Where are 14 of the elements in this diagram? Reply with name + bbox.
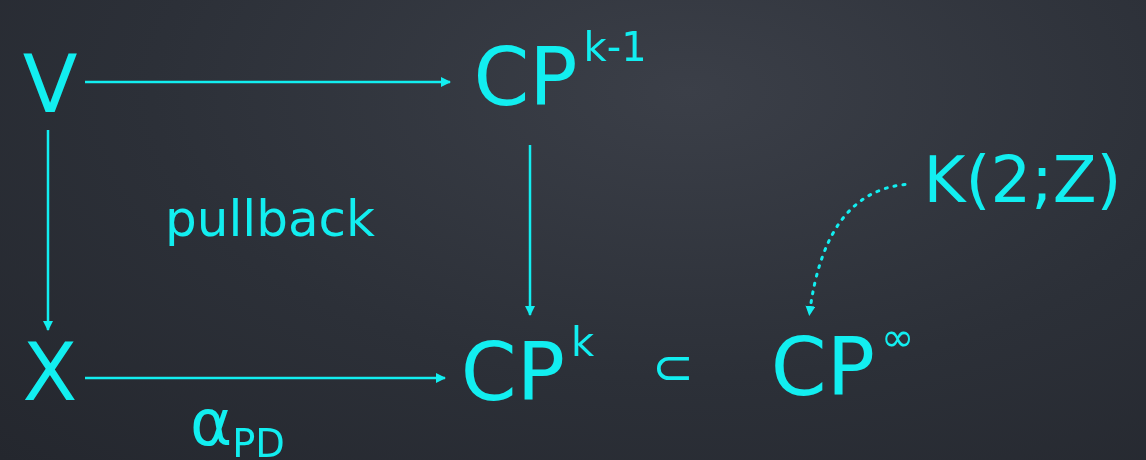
math-symbol: K(2;Z): [905, 135, 1140, 225]
math-symbol: X: [15, 330, 85, 415]
arrow: [85, 373, 446, 383]
arrow: [805, 183, 907, 317]
math-symbol: V: [15, 40, 85, 130]
arrow: [43, 130, 53, 331]
arrow: [85, 77, 451, 87]
diagram-label: pullback: [165, 192, 376, 247]
edge-label: α$_{PD}$: [190, 388, 285, 459]
math-symbol: CP$^{k-1}$: [450, 10, 670, 145]
math-symbol: CP$^{∞}$: [745, 315, 940, 420]
math-symbol: CP$^{k}$: [445, 315, 610, 430]
subset-symbol: ⊂: [652, 340, 694, 395]
arrow: [525, 145, 535, 316]
